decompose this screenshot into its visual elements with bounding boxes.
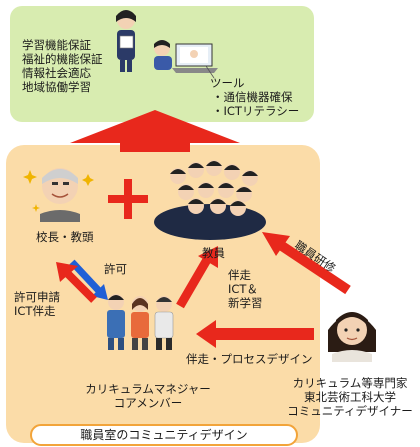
request-arrow [56,262,97,303]
plus-sign [108,179,148,219]
tool-item: ・ICTリテラシー [212,104,300,118]
expert-label: コミュニティデザイナー [287,404,413,418]
footer-label: 職員室のコミュニティデザイン [80,428,248,442]
support-label: ICT＆ [228,282,258,296]
staff-training-arrow [262,232,351,295]
core-label: カリキュラムマネジャー [85,382,211,396]
sparkle-marks [23,170,94,212]
principal-figure [40,168,80,222]
up-arrow [70,110,240,152]
expert-label: カリキュラム等専門家 [292,376,408,390]
support-teachers-arrow [176,246,218,309]
support-label: 新学習 [228,296,263,310]
permission-label: 許可 [104,262,127,276]
core-members-figure [107,294,174,350]
footer-pill [30,424,298,446]
tool-heading: ツール [210,76,245,90]
support-label: 伴走 [228,268,251,282]
student-figure [116,10,136,72]
goal-item: 情報社会適応 [22,66,91,80]
teachers-label: 教員 [202,246,225,260]
process-design-label: 伴走・プロセスデザイン [186,352,313,366]
core-label: コアメンバー [113,396,183,410]
teachers-crowd [154,160,266,240]
expert-label: 東北芸術工科大学 [304,390,396,404]
tool-item: ・通信機器確保 [212,90,293,104]
goal-item: 福祉的機能保証 [22,52,103,66]
process-design-arrow [196,320,314,348]
goal-item: 学習機能保証 [22,38,91,52]
request-label: ICT伴走 [14,304,56,318]
principal-label: 校長・教頭 [36,230,94,244]
expert-figure [328,312,376,362]
request-label: 許可申請 [14,290,60,304]
laptop-student-figure [154,40,218,73]
goal-item: 地域協働学習 [22,80,91,94]
